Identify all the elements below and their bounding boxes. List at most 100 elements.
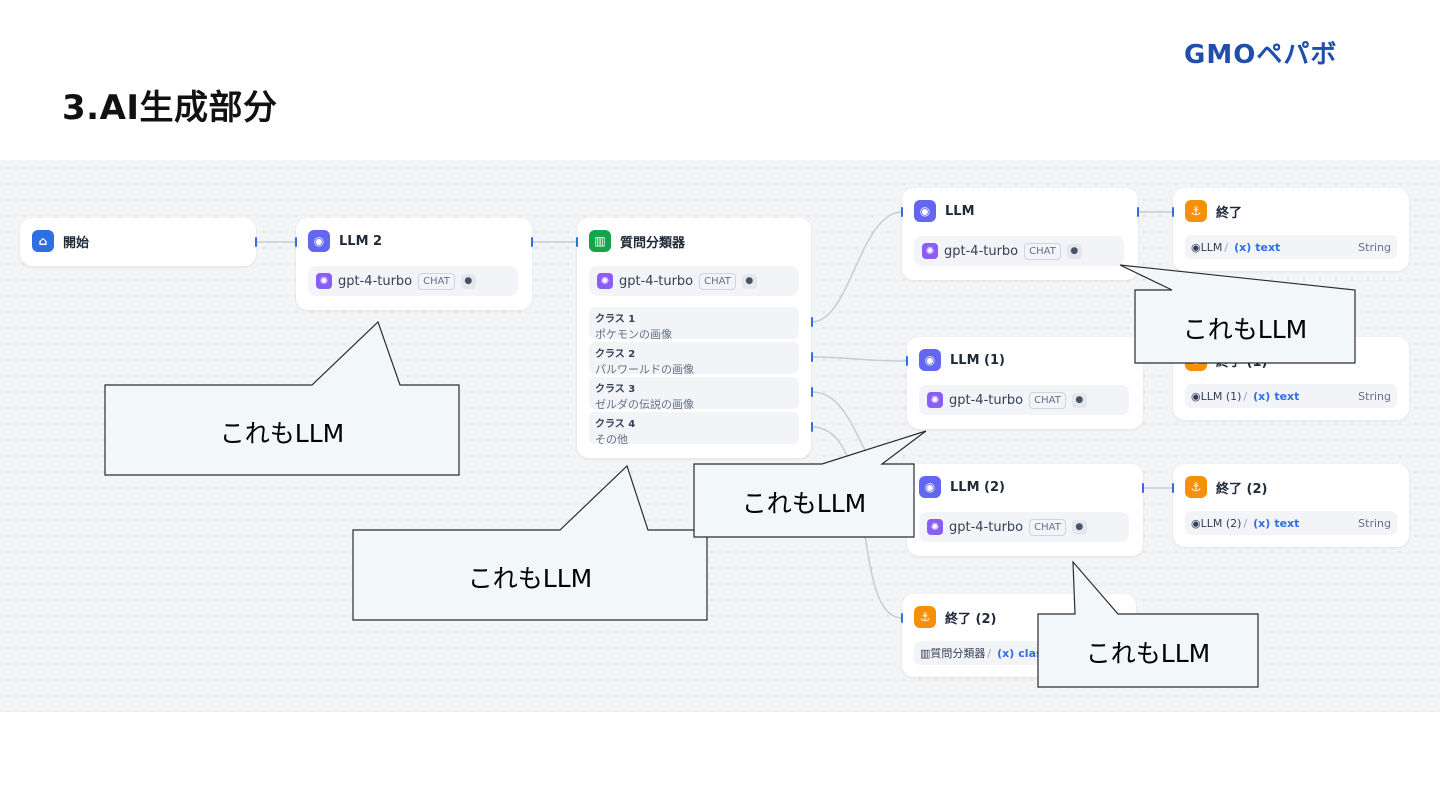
end2b-node-title: 終了 (2): [945, 611, 997, 627]
llm2-model-selector[interactable]: ✺ gpt-4-turbo CHAT ●: [308, 266, 518, 296]
end1-node-title: 終了 (1): [1216, 354, 1268, 370]
variable-icon: (x): [1253, 516, 1271, 530]
end-node-title: 終了: [1216, 205, 1243, 221]
gmo-pepabo-logo: GMOペパボ: [1184, 40, 1338, 70]
callout-4-text: これもLLM: [1182, 315, 1308, 344]
end2-output-row[interactable]: ◉ LLM (2)/ (x)text String: [1185, 511, 1397, 535]
llm1-node[interactable]: ◉ LLM (1) ✺ gpt-4-turbo CHAT ●: [907, 337, 1143, 429]
eye-icon: ●: [460, 273, 476, 289]
llm1-input-handle[interactable]: [906, 356, 908, 366]
llm2b-model-selector[interactable]: ✺ gpt-4-turbo CHAT ●: [919, 512, 1129, 542]
chat-badge: CHAT: [699, 272, 736, 290]
openai-icon: ✺: [927, 519, 943, 535]
llm2-node-title: LLM 2: [339, 233, 383, 249]
end2-type: String: [1358, 516, 1391, 530]
class-item-1[interactable]: クラス 1 ポケモンの画像: [589, 307, 799, 341]
edge-class3-llm2: [811, 391, 908, 489]
class-text: ゼルダの伝説の画像: [595, 398, 694, 411]
llm-model-name: gpt-4-turbo: [944, 243, 1019, 259]
llm2-node[interactable]: ◉ LLM 2 ✺ gpt-4-turbo CHAT ●: [296, 218, 532, 310]
class3-output-handle[interactable]: [811, 387, 813, 397]
end-icon: ⚓: [1185, 200, 1207, 222]
llm2-model-name: gpt-4-turbo: [338, 273, 413, 289]
class2-output-handle[interactable]: [811, 352, 813, 362]
class-text: その他: [595, 433, 628, 446]
llm-icon: ◉: [919, 476, 941, 498]
classifier-node[interactable]: ▥ 質問分類器 ✺ gpt-4-turbo CHAT ● クラス 1 ポケモンの画…: [577, 218, 811, 458]
end1-variable: text: [1274, 389, 1300, 403]
llm2-input-handle[interactable]: [295, 237, 297, 247]
llm2b-node-title: LLM (2): [950, 479, 1005, 495]
end-input-handle[interactable]: [1172, 207, 1174, 217]
eye-icon: ●: [1071, 392, 1087, 408]
end-node[interactable]: ⚓ 終了 ◉ LLM/ (x)text String: [1173, 188, 1409, 271]
class-label: クラス 3: [595, 384, 636, 395]
llm-node[interactable]: ◉LLM ✺ gpt-4-turbo CHAT ●: [902, 188, 1138, 280]
end-icon: ⚓: [1185, 349, 1207, 371]
eye-icon: ●: [741, 273, 757, 289]
llm1-node-title: LLM (1): [950, 352, 1005, 368]
class1-output-handle[interactable]: [811, 317, 813, 327]
start-node[interactable]: ⌂開始: [20, 218, 256, 266]
classifier-icon: ▥: [920, 646, 931, 660]
chat-badge: CHAT: [418, 272, 455, 290]
llm-output-handle[interactable]: [1137, 207, 1139, 217]
end-type: String: [1358, 240, 1391, 254]
class-label: クラス 2: [595, 349, 636, 360]
end-output-row[interactable]: ◉ LLM/ (x)text String: [1185, 235, 1397, 259]
classifier-icon: ▥: [589, 230, 611, 252]
end-icon: ⚓: [914, 606, 936, 628]
class-text: パルワールドの画像: [595, 363, 694, 376]
classifier-model-selector[interactable]: ✺ gpt-4-turbo CHAT ●: [589, 266, 799, 296]
class4-output-handle[interactable]: [811, 422, 813, 432]
openai-icon: ✺: [316, 273, 332, 289]
llm2b-node[interactable]: ◉ LLM (2) ✺ gpt-4-turbo CHAT ●: [907, 464, 1143, 556]
openai-icon: ✺: [922, 243, 938, 259]
llm1-model-selector[interactable]: ✺ gpt-4-turbo CHAT ●: [919, 385, 1129, 415]
end2-node[interactable]: ⚓終了 (2) ◉ LLM (2)/ (x)text String: [1173, 464, 1409, 547]
class-item-4[interactable]: クラス 4 その他: [589, 412, 799, 446]
start-output-handle[interactable]: [255, 237, 257, 247]
callout-1-text: これもLLM: [219, 419, 345, 448]
edge-class4-end2: [811, 426, 903, 619]
end-variable: text: [1255, 240, 1281, 254]
edge-class1-llm: [811, 211, 903, 323]
end1-output-row[interactable]: ◉ LLM (1)/ (x)text String: [1185, 384, 1397, 408]
llm-model-selector[interactable]: ✺ gpt-4-turbo CHAT ●: [914, 236, 1124, 266]
class-item-2[interactable]: クラス 2 パルワールドの画像: [589, 342, 799, 376]
openai-icon: ✺: [597, 273, 613, 289]
classifier-input-handle[interactable]: [576, 237, 578, 247]
callout-2-text: これもLLM: [467, 564, 593, 593]
home-icon: ⌂: [32, 230, 54, 252]
llm-icon: ◉: [914, 200, 936, 222]
end2b-source: 質問分類器: [930, 647, 986, 660]
end2b-input-handle[interactable]: [901, 613, 903, 623]
chat-badge: CHAT: [1024, 242, 1061, 260]
end1-type: String: [1358, 389, 1391, 403]
classifier-node-title: 質問分類器: [620, 235, 686, 251]
end2-input-handle[interactable]: [1172, 483, 1174, 493]
chat-badge: CHAT: [1029, 518, 1066, 536]
end1-node[interactable]: ⚓ 終了 (1) ◉ LLM (1)/ (x)text String: [1173, 337, 1409, 420]
llm2-output-handle[interactable]: [531, 237, 533, 247]
classifier-model-name: gpt-4-turbo: [619, 273, 694, 289]
llm-icon: ◉: [1191, 516, 1201, 530]
end-source: LLM: [1200, 240, 1223, 254]
chat-badge: CHAT: [1029, 391, 1066, 409]
llm-icon: ◉: [308, 230, 330, 252]
llm-icon: ◉: [1191, 240, 1201, 254]
llm2b-output-handle[interactable]: [1142, 483, 1144, 493]
eye-icon: ●: [1066, 243, 1082, 259]
callout-5-text: これもLLM: [1085, 639, 1211, 668]
llm-icon: ◉: [1191, 389, 1201, 403]
llm-icon: ◉: [919, 349, 941, 371]
end2-node-title: 終了 (2): [1216, 481, 1268, 497]
class-item-3[interactable]: クラス 3 ゼルダの伝説の画像: [589, 377, 799, 411]
llm2b-model-name: gpt-4-turbo: [949, 519, 1024, 535]
callout-3-text: これもLLM: [741, 489, 867, 518]
llm-input-handle[interactable]: [901, 207, 903, 217]
variable-icon: (x): [997, 646, 1015, 660]
variable-icon: (x): [1253, 389, 1271, 403]
class-text: ポケモンの画像: [595, 328, 672, 341]
end1-source: LLM (1): [1200, 389, 1242, 403]
